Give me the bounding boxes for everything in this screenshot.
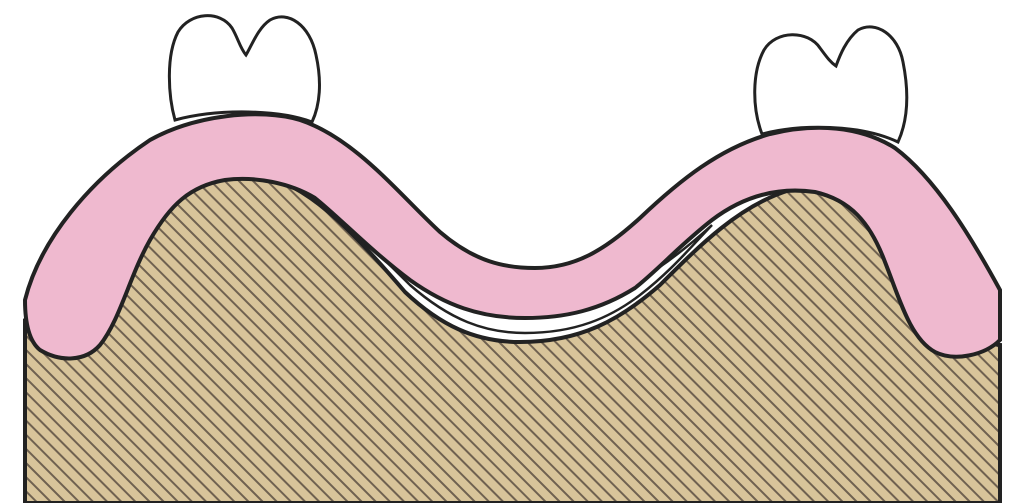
denture-diagram — [0, 0, 1018, 503]
diagram-canvas — [0, 0, 1018, 503]
